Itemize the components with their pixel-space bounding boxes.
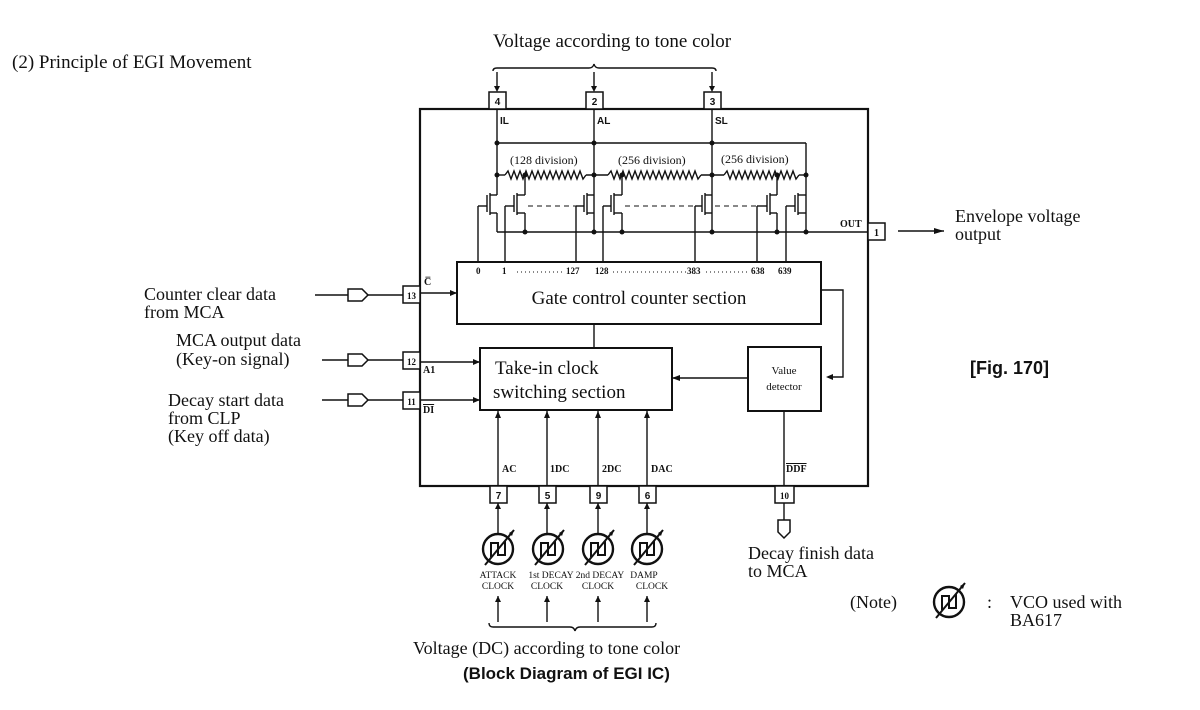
bottom-pin-7: 7 <box>489 485 508 504</box>
svg-text:SL: SL <box>715 116 728 127</box>
svg-text:Decay start data: Decay start data <box>168 390 284 410</box>
svg-text:CLOCK: CLOCK <box>582 582 614 592</box>
svg-text:12: 12 <box>407 357 417 367</box>
svg-text:1: 1 <box>502 266 507 276</box>
top-pin-4: 4 IL <box>488 91 509 127</box>
svg-text:AC: AC <box>502 464 516 475</box>
svg-text:2: 2 <box>592 97 598 108</box>
svg-text:4: 4 <box>495 97 501 108</box>
output-arrow-icon <box>934 228 944 234</box>
gate-control-counter-label: Gate control counter section <box>532 288 747 309</box>
svg-text:DI: DI <box>423 405 434 416</box>
top-voltage-label: Voltage according to tone color <box>493 31 732 52</box>
clock-inputs: AC 1DC 2DC DAC <box>495 410 673 486</box>
svg-text:127: 127 <box>566 266 580 276</box>
svg-text:5: 5 <box>545 491 551 502</box>
bottom-brace <box>488 622 657 632</box>
svg-text:DAC: DAC <box>651 464 673 475</box>
svg-text:(Key-on signal): (Key-on signal) <box>176 349 289 370</box>
damp-clock-vco: DAMP CLOCK <box>630 503 668 622</box>
svg-text:CLOCK: CLOCK <box>636 582 668 592</box>
svg-text:MCA output data: MCA output data <box>176 330 301 350</box>
svg-text:Counter clear data: Counter clear data <box>144 284 276 304</box>
svg-text:2nd DECAY: 2nd DECAY <box>576 571 625 581</box>
take-in-label-1: Take-in clock <box>495 358 599 379</box>
svg-text:CLOCK: CLOCK <box>531 582 563 592</box>
output-pin-1: 1 <box>867 222 886 241</box>
svg-text:from MCA: from MCA <box>144 302 225 322</box>
first-decay-clock-vco: 1st DECAY CLOCK <box>528 503 574 622</box>
svg-text:C̅: C̅ <box>424 277 431 288</box>
division-label-1: (128 division) <box>510 153 578 167</box>
svg-text:10: 10 <box>780 491 790 501</box>
transistor-switches <box>477 175 806 262</box>
envelope-output-label-1: Envelope voltage <box>955 206 1080 226</box>
svg-text:ATTACK: ATTACK <box>480 571 517 581</box>
note-text-1: VCO used with <box>1010 592 1122 612</box>
svg-text:383: 383 <box>687 266 701 276</box>
take-in-clock-switching-block <box>479 347 673 411</box>
svg-text:7: 7 <box>496 491 502 502</box>
vco-icon <box>481 528 516 567</box>
svg-text:AL: AL <box>597 116 610 127</box>
svg-text:A1: A1 <box>423 365 435 376</box>
decay-finish-label-1: Decay finish data <box>748 543 874 563</box>
svg-text:(Key off data): (Key off data) <box>168 426 270 447</box>
diagram-caption: (Block Diagram of EGI IC) <box>463 664 670 683</box>
note-colon: : <box>987 592 992 612</box>
bottom-voltage-label: Voltage (DC) according to tone color <box>413 638 680 659</box>
value-detector-block <box>747 346 822 412</box>
svg-text:DAMP: DAMP <box>630 571 657 581</box>
envelope-output-label-2: output <box>955 224 1001 244</box>
second-decay-clock-vco: 2nd DECAY CLOCK <box>576 503 625 622</box>
vco-icon <box>630 528 665 567</box>
bottom-pin-10: 10 <box>774 485 795 504</box>
note-text-2: BA617 <box>1010 610 1062 630</box>
svg-text:1: 1 <box>874 228 879 239</box>
figure-label: [Fig. 170] <box>970 358 1049 378</box>
section-title: (2) Principle of EGI Movement <box>12 52 252 73</box>
svg-text:IL: IL <box>500 116 509 127</box>
svg-text:2DC: 2DC <box>602 464 621 475</box>
svg-text:3: 3 <box>710 97 716 108</box>
out-signal-label: OUT <box>840 219 862 230</box>
note-vco-icon <box>932 581 967 620</box>
top-arrows <box>494 72 715 92</box>
left-input-mca-output: MCA output data (Key-on signal) 12 A1 <box>176 330 480 376</box>
svg-text:11: 11 <box>407 397 416 407</box>
svg-text:CLOCK: CLOCK <box>482 582 514 592</box>
svg-text:639: 639 <box>778 266 792 276</box>
counter-taps: 0 1 127 128 383 638 639 <box>476 266 792 276</box>
ddf-output-connector-icon <box>777 519 791 540</box>
division-label-3: (256 division) <box>721 152 789 166</box>
bottom-pin-9: 9 <box>589 485 608 504</box>
attack-clock-vco: ATTACK CLOCK <box>480 503 517 622</box>
note-prefix: (Note) <box>850 592 897 613</box>
svg-text:0: 0 <box>476 266 481 276</box>
svg-text:128: 128 <box>595 266 609 276</box>
vco-icon <box>581 528 616 567</box>
value-detector-label-2: detector <box>766 381 802 393</box>
svg-text:6: 6 <box>645 491 651 502</box>
top-brace <box>492 63 717 72</box>
ddf-signal-label: DDF <box>786 464 807 475</box>
value-detector-label-1: Value <box>771 365 796 377</box>
vco-icon <box>531 528 566 567</box>
division-label-2: (256 division) <box>618 153 686 167</box>
svg-text:1DC: 1DC <box>550 464 569 475</box>
left-input-counter-clear: Counter clear data from MCA 13 C̅ <box>144 277 457 322</box>
take-in-label-2: switching section <box>493 382 626 403</box>
svg-text:from CLP: from CLP <box>168 408 241 428</box>
svg-text:13: 13 <box>407 291 417 301</box>
bottom-pin-6: 6 <box>638 485 657 504</box>
svg-text:9: 9 <box>596 491 602 502</box>
decay-finish-label-2: to MCA <box>748 561 808 581</box>
resistor-ladder <box>494 169 809 181</box>
left-input-decay-start: Decay start data from CLP (Key off data)… <box>168 390 480 447</box>
bottom-pin-5: 5 <box>538 485 557 504</box>
svg-text:1st DECAY: 1st DECAY <box>528 571 573 581</box>
svg-text:638: 638 <box>751 266 765 276</box>
